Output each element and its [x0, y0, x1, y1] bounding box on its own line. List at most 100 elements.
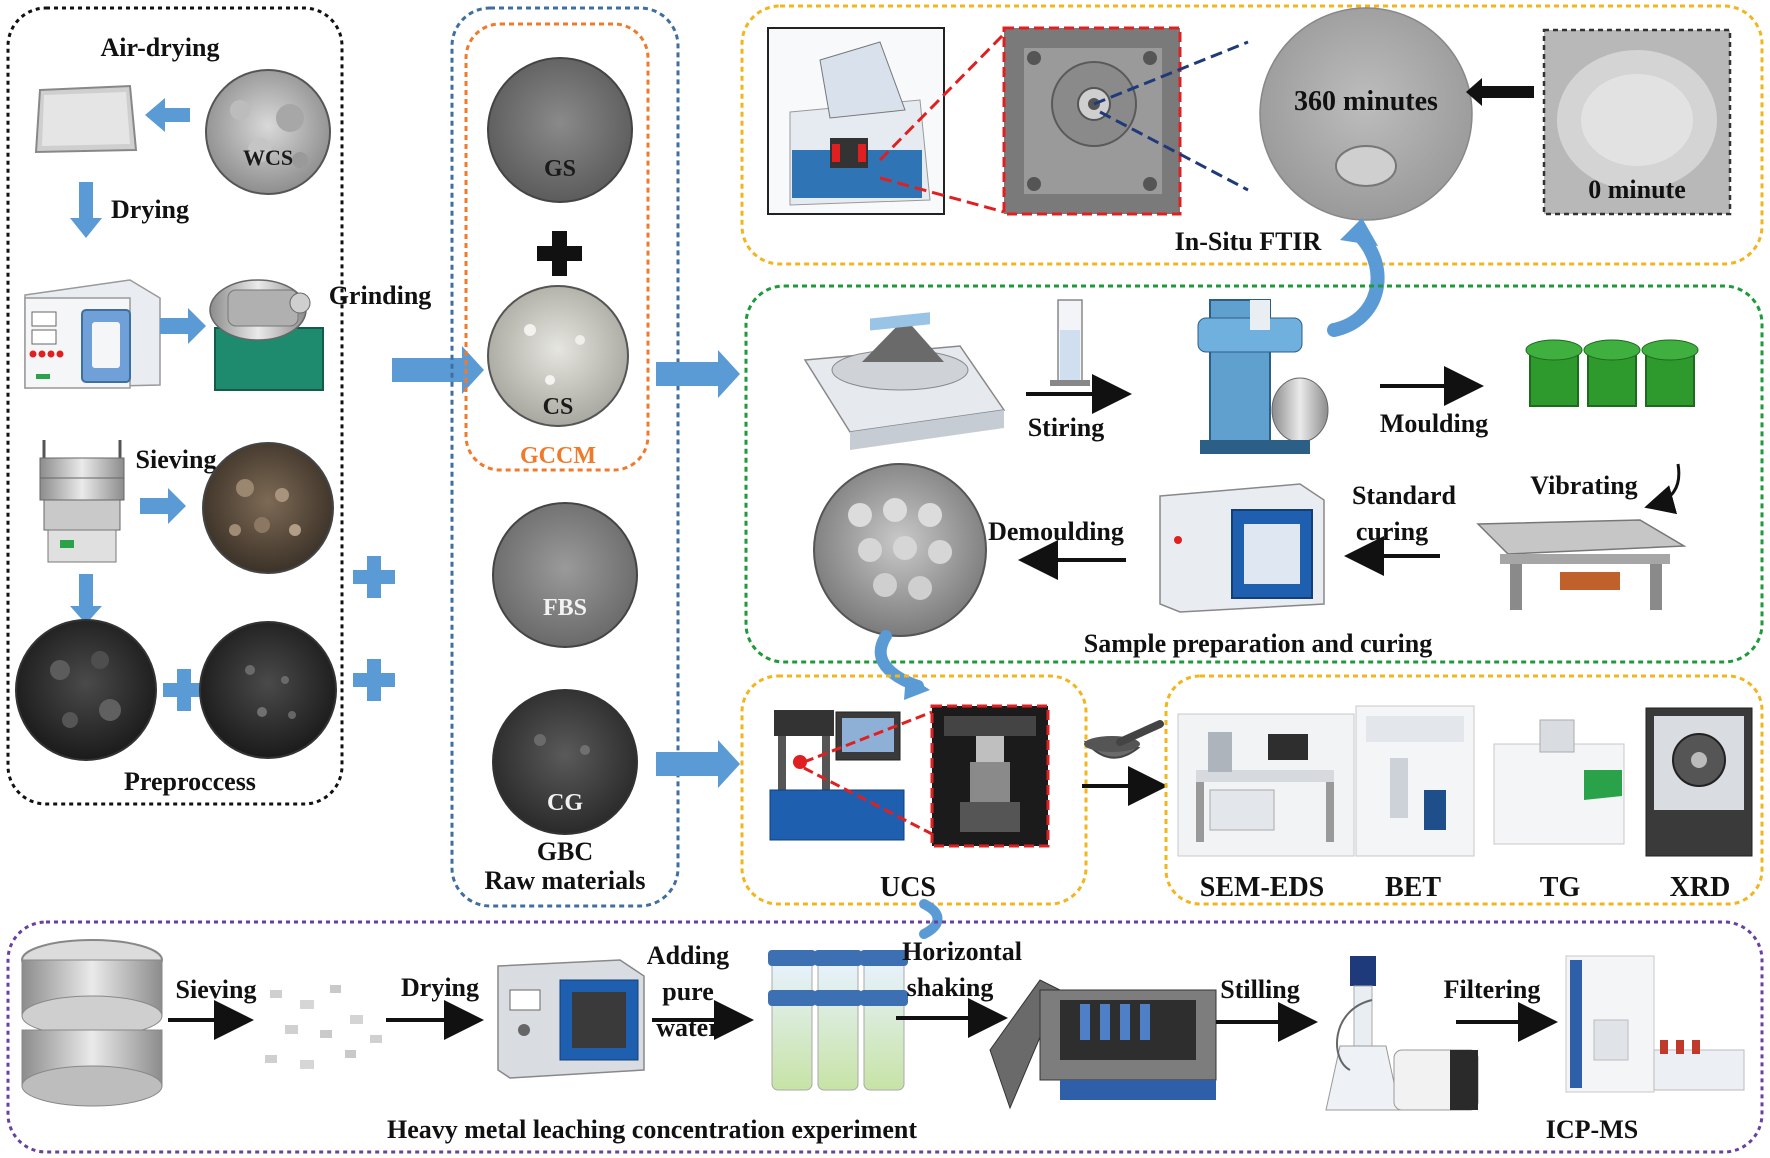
wcs-label: WCS — [243, 145, 293, 170]
curing-label: curing — [1356, 517, 1428, 546]
arrow-down-2 — [70, 574, 102, 624]
t0-label: 0 minute — [1588, 175, 1686, 204]
ucs-machine-image — [769, 710, 905, 841]
zoom-line-ucs-2 — [803, 766, 933, 836]
ucs-panel: UCS — [740, 674, 1088, 906]
raw-materials-panel: GS CS GCCM FBS CG GBC Raw materials — [450, 6, 680, 908]
tests-panel: SEM-EDS BET TG XRD — [1164, 674, 1764, 906]
leach-sieving-label: Sieving — [176, 975, 257, 1004]
arrow-right-1 — [160, 308, 206, 344]
arrow-vibrating — [1644, 463, 1681, 515]
mortar-image — [1083, 720, 1164, 759]
cylinder-samples-image — [813, 463, 987, 637]
cg-label: CG — [547, 790, 583, 816]
bet-label: BET — [1385, 872, 1441, 903]
curve-arrow-ftir-head — [1340, 218, 1378, 246]
icp-ms-image — [1565, 955, 1745, 1093]
drying-label: Drying — [111, 195, 189, 224]
stilling-label: Stilling — [1220, 975, 1299, 1004]
arrow-left-ftir — [1466, 78, 1534, 106]
sieves-image — [21, 939, 163, 1107]
gravel-sample-image — [202, 442, 334, 574]
oven-image — [24, 279, 161, 389]
zoom-line-1 — [878, 32, 1006, 162]
arrow-to-ucs — [656, 740, 740, 788]
gccm-label: GCCM — [520, 443, 596, 469]
balance-image — [803, 312, 1006, 450]
horizontal-label: Horizontal — [902, 937, 1022, 966]
shaker-image — [989, 979, 1217, 1110]
leach-drying-label: Drying — [401, 973, 479, 1002]
ucs-label: UCS — [880, 872, 936, 903]
graduated-cylinder-image — [1050, 299, 1090, 386]
plus-icon-1 — [163, 669, 205, 711]
gs-label: GS — [544, 156, 576, 182]
zoom-line-4 — [1099, 110, 1249, 192]
moulding-label: Moulding — [1380, 409, 1488, 438]
shaking-label: shaking — [907, 973, 994, 1002]
arrow-down-1 — [70, 182, 102, 238]
centrifuge-tubes-image — [768, 950, 908, 1091]
sem-eds-image — [1177, 713, 1355, 857]
arrow-grinding — [392, 346, 484, 394]
gccm-border — [464, 22, 650, 472]
standard-label: Standard — [1352, 481, 1457, 510]
leaching-title: Heavy metal leaching concentration exper… — [387, 1115, 917, 1144]
air-drying-label: Air-drying — [101, 33, 220, 62]
sample-0-image: 0 minute — [1542, 28, 1732, 216]
t360-label: 360 minutes — [1294, 86, 1438, 117]
preprocess-panel: Air-drying WCS Drying — [6, 6, 432, 806]
wcs-sample-image: WCS — [205, 69, 331, 195]
grinder-image — [209, 279, 324, 391]
curve-arrow-leach — [919, 899, 943, 939]
arrow-to-prep — [656, 350, 740, 398]
zoom-line-ucs-1 — [803, 710, 933, 764]
arrow-right-2 — [140, 488, 186, 524]
stiring-label: Stiring — [1028, 413, 1105, 442]
mixer-image — [1197, 299, 1329, 454]
drying-oven-image — [497, 959, 645, 1079]
drying-tray-image — [34, 84, 138, 154]
cs-sample-image: CS — [487, 285, 629, 427]
plus-icon-black — [537, 231, 582, 276]
xrd-label: XRD — [1670, 872, 1731, 903]
coarse-aggregate-image — [15, 619, 157, 761]
ftir-border — [740, 4, 1764, 266]
curing-chamber-image — [1159, 483, 1325, 613]
soil-flakes-image — [265, 985, 382, 1069]
tests-border — [1164, 674, 1764, 906]
filtration-image — [1325, 956, 1479, 1111]
prep-panel: Stiring Moulding Vibrating — [744, 284, 1764, 664]
sem-eds-label: SEM-EDS — [1200, 872, 1324, 903]
fbs-sample-image: FBS — [492, 502, 638, 648]
sieving-label: Sieving — [136, 445, 217, 474]
zoom-line-2 — [879, 176, 1005, 214]
plus-icon-3 — [353, 659, 395, 701]
xrd-image — [1645, 707, 1753, 857]
sample-360-image: 360 minutes — [1259, 7, 1473, 221]
adding-label: Adding — [647, 941, 729, 970]
ftir-title: In-Situ FTIR — [1175, 227, 1322, 256]
ftir-instrument-image — [767, 27, 945, 215]
bet-image — [1355, 705, 1475, 857]
vibrating-label: Vibrating — [1530, 471, 1637, 500]
ucs-border — [740, 674, 1088, 906]
cs-label: CS — [543, 394, 574, 420]
gbc-label: GBC — [537, 837, 593, 866]
pure-label: pure — [662, 977, 714, 1006]
cg-sample-image: CG — [492, 689, 638, 835]
ftir-panel: 360 minutes 0 minute In-Situ FTIR — [740, 4, 1764, 266]
grinding-label: Grinding — [329, 281, 432, 310]
water-label: water — [656, 1013, 720, 1042]
gs-sample-image: GS — [487, 57, 633, 203]
zoom-line-3 — [1093, 40, 1249, 106]
filtering-label: Filtering — [1444, 975, 1541, 1004]
raw-materials-title: Raw materials — [484, 866, 645, 895]
tg-image — [1493, 719, 1625, 845]
curve-arrow-ucs-head — [904, 674, 930, 700]
fbs-label: FBS — [543, 595, 587, 621]
prep-title: Sample preparation and curing — [1084, 629, 1432, 658]
arrow-left — [145, 98, 190, 132]
preprocess-title: Preproccess — [124, 767, 256, 796]
vibrating-table-image — [1476, 519, 1687, 610]
